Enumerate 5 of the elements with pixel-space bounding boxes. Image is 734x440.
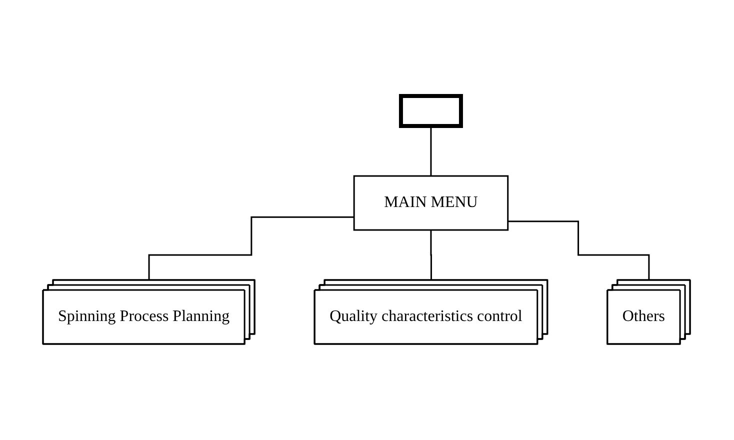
node-box: MAIN MENU xyxy=(354,175,510,231)
node-box xyxy=(399,94,464,128)
connector xyxy=(430,229,433,282)
connector xyxy=(508,220,650,282)
connector xyxy=(148,216,355,282)
